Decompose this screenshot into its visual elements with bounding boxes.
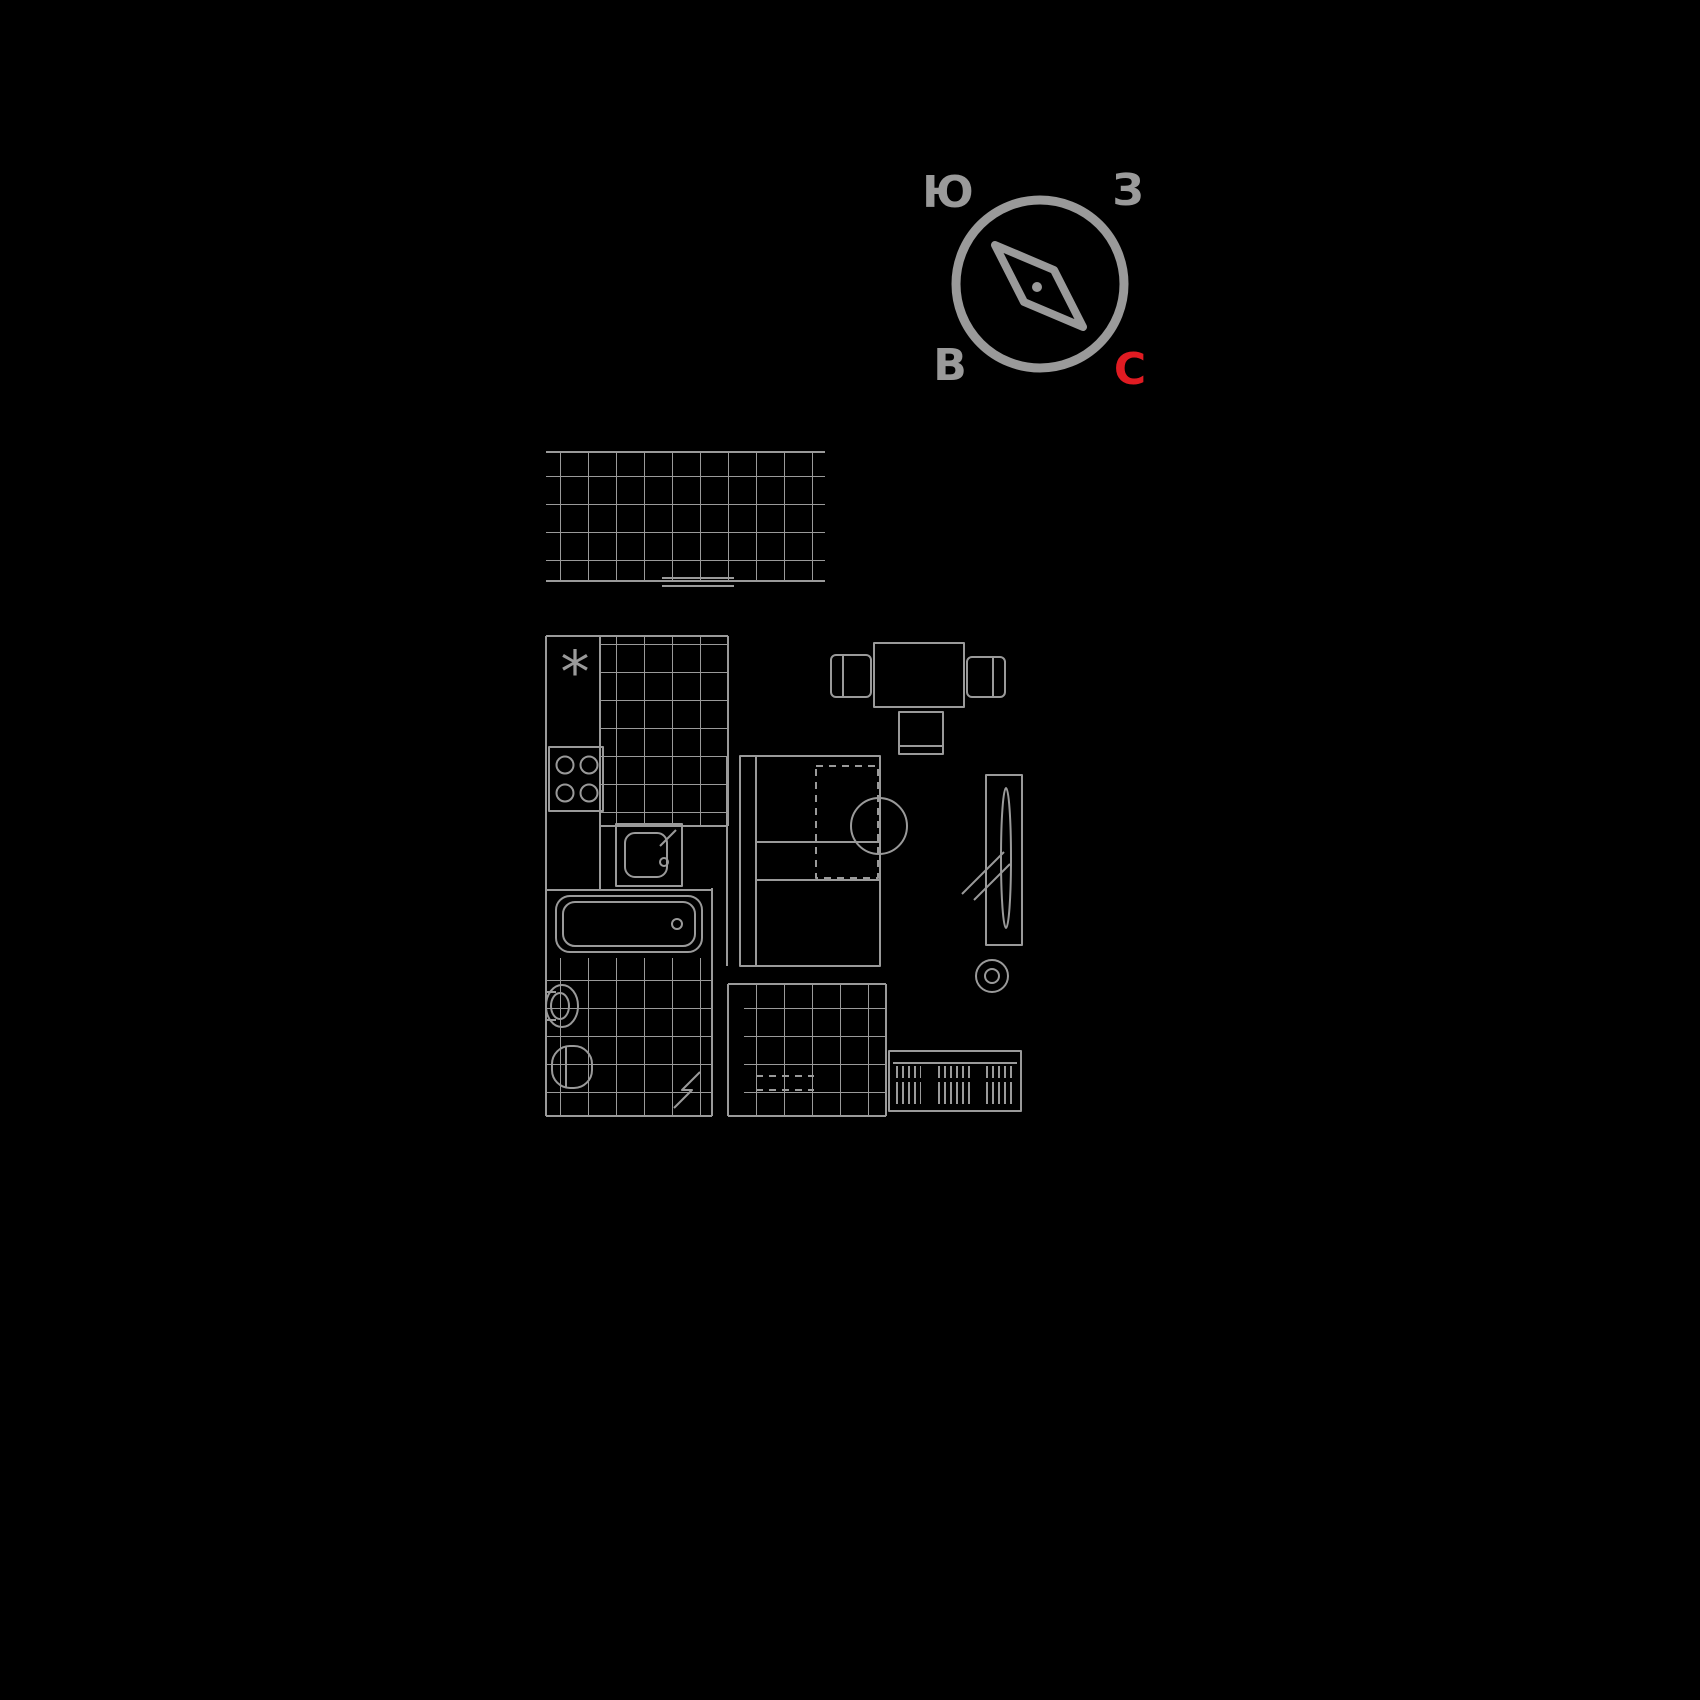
stool-icon: [898, 711, 944, 755]
kitchen-floor-grid: [600, 636, 728, 826]
toilet-icon: [551, 1045, 593, 1089]
sofa-icon: [739, 755, 881, 967]
wardrobe-door-swing-icon: [961, 851, 1011, 901]
wardrobe-icon: [985, 774, 1023, 946]
compass-label-west: З: [1112, 165, 1143, 216]
coffee-table-icon: [850, 797, 908, 855]
hallway-floor-grid: [744, 984, 886, 1116]
bathroom-floor-grid: [546, 958, 712, 1116]
loggia-floor-grid: [546, 451, 825, 582]
bathtub-icon: [555, 895, 703, 953]
chair-left-icon: [830, 654, 872, 698]
pouf-icon: [975, 959, 1009, 993]
hanger-rack-icon: [888, 1050, 1022, 1112]
compass-label-south: Ю: [922, 167, 974, 218]
chair-right-icon: [966, 656, 1006, 698]
compass-label-north: С: [1114, 344, 1146, 395]
balcony-door-threshold: [662, 577, 734, 587]
sofa-bed-extension: [815, 765, 879, 879]
lamp-symbol: *: [561, 638, 590, 706]
washbasin-icon: [545, 984, 579, 1028]
compass-icon: [951, 195, 1129, 373]
kitchen-sink-icon: [615, 823, 683, 887]
compass-label-east: В: [933, 340, 967, 391]
bathroom-door-icon: [673, 1071, 701, 1109]
dining-table-icon: [873, 642, 965, 708]
stove-icon: [548, 746, 604, 812]
